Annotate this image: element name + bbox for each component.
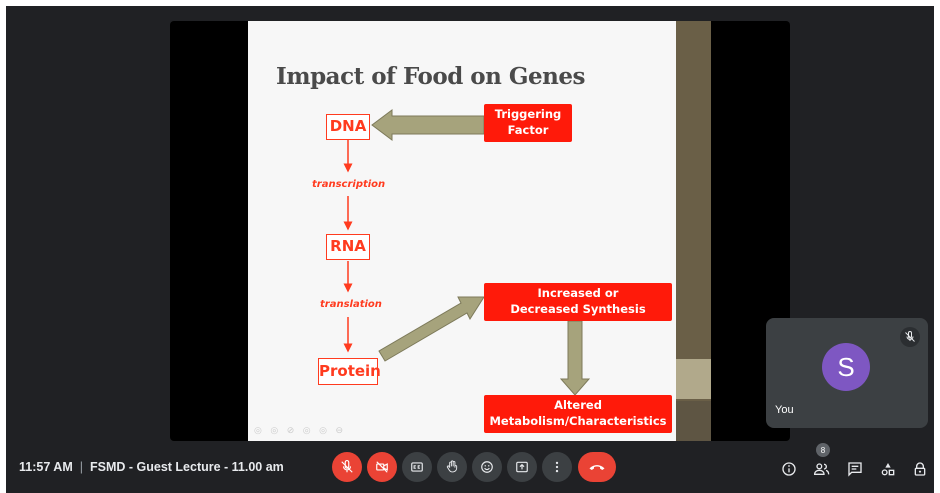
meeting-info-button[interactable] <box>778 458 800 480</box>
slide-toolbar[interactable]: ◎ ◎ ⊘ ◎ ◎ ⊖ <box>254 425 346 435</box>
slide-arrows <box>343 109 591 396</box>
mic-off-icon <box>341 460 353 473</box>
presentation-slide: Impact of Food on Genes DNA transcriptio… <box>248 21 676 441</box>
participants-count-badge: 8 <box>816 443 830 457</box>
present-icon <box>516 461 528 473</box>
meeting-time: 11:57 AM <box>19 460 73 474</box>
arrow-synthesis-to-altered <box>559 320 591 396</box>
self-video-tile[interactable]: S You <box>766 318 928 428</box>
dna-box: DNA <box>326 114 370 140</box>
mic-off-button[interactable] <box>332 452 362 482</box>
arrow-trigger-to-dna <box>371 109 485 141</box>
slide-side-strip <box>676 21 711 441</box>
camera-off-icon <box>376 461 388 473</box>
altered-metabolism-box: Altered Metabolism/Characteristics <box>484 395 672 433</box>
arrow-protein-to-synthesis <box>378 296 485 362</box>
self-name: You <box>775 404 794 416</box>
host-controls-icon <box>914 462 926 476</box>
emoji-icon <box>481 461 493 473</box>
present-button[interactable] <box>507 452 537 482</box>
raise-hand-icon <box>446 460 458 473</box>
rna-box: RNA <box>326 234 370 260</box>
more-icon <box>555 461 559 473</box>
captions-button[interactable] <box>402 452 432 482</box>
info-icon <box>782 462 796 476</box>
meet-window: Impact of Food on Genes DNA transcriptio… <box>6 6 934 493</box>
raise-hand-button[interactable] <box>437 452 467 482</box>
camera-off-button[interactable] <box>367 452 397 482</box>
presentation-stage: Impact of Food on Genes DNA transcriptio… <box>170 21 790 441</box>
end-call-button[interactable] <box>578 452 616 482</box>
chat-icon <box>848 462 862 477</box>
triggering-factor-box: Triggering Factor <box>484 104 572 142</box>
meeting-title: FSMD - Guest Lecture - 11.00 am <box>89 460 284 474</box>
increased-decreased-box: Increased or Decreased Synthesis <box>484 283 672 321</box>
transcription-label: transcription <box>312 179 386 190</box>
chat-button[interactable] <box>844 458 866 480</box>
people-button[interactable] <box>811 458 833 480</box>
mic-muted-icon <box>900 327 920 347</box>
people-icon <box>813 463 830 475</box>
more-options-button[interactable] <box>542 452 572 482</box>
captions-icon <box>411 462 423 472</box>
host-controls-button[interactable] <box>909 458 931 480</box>
activities-button[interactable] <box>877 458 899 480</box>
slide-title: Impact of Food on Genes <box>276 63 585 90</box>
translation-label: translation <box>320 299 382 310</box>
activities-icon <box>881 463 895 476</box>
emoji-button[interactable] <box>472 452 502 482</box>
end-call-icon <box>589 465 605 470</box>
avatar: S <box>822 343 870 391</box>
protein-box: Protein <box>318 358 381 385</box>
meeting-details: 11:57 AM|FSMD - Guest Lecture - 11.00 am <box>19 460 284 474</box>
